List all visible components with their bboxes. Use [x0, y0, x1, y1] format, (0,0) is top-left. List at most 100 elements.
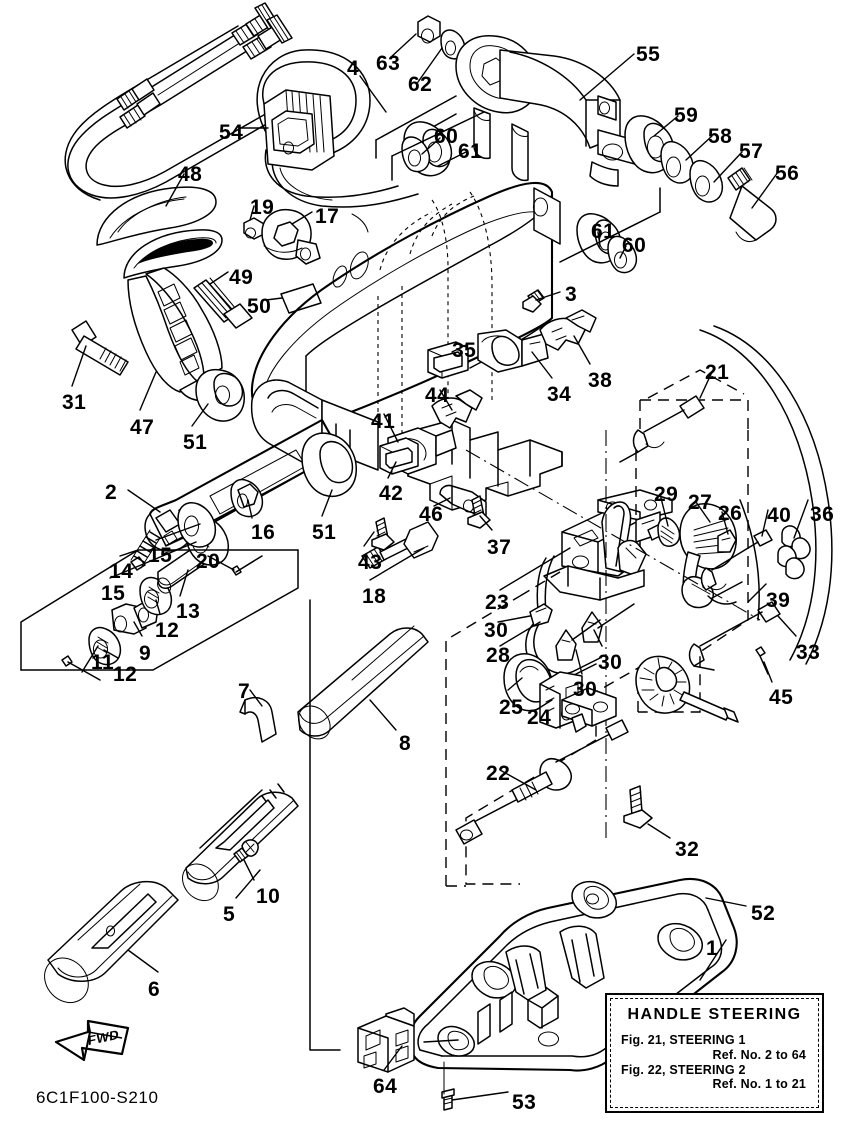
- part-52-lower-housing: [408, 878, 738, 1072]
- callout-number-30b: 30: [573, 678, 598, 701]
- callout-number-43: 43: [358, 551, 383, 574]
- part-3-screw-upper: [522, 289, 545, 313]
- throttle-cable-loop: [256, 49, 419, 208]
- part-50-label-plate: [280, 283, 322, 314]
- callout-number-60a: 60: [434, 125, 459, 148]
- part-58-washer: [660, 140, 695, 184]
- callout-number-11: 11: [91, 651, 115, 674]
- legend-title: HANDLE STEERING: [627, 1006, 802, 1023]
- part-44-clip: [431, 389, 483, 429]
- callout-number-19: 19: [250, 196, 275, 219]
- part-42-grommet: [379, 437, 419, 475]
- part-34-clamp: [477, 329, 549, 373]
- part-38-clip: [539, 309, 597, 351]
- legend-inner: HANDLE STEERING Fig. 21, STEERING 1 Ref.…: [610, 998, 819, 1108]
- callout-number-58: 58: [708, 125, 733, 148]
- small-parts-row: [61, 478, 264, 681]
- part-7-arrow: [239, 696, 277, 743]
- part-43-bolt: [371, 517, 395, 551]
- callout-number-4: 4: [347, 57, 360, 80]
- part-64-connector: [357, 1007, 415, 1073]
- callout-number-15b: 15: [101, 582, 126, 605]
- part-29-screw: [647, 517, 681, 547]
- shift-mechanism-assembly: [503, 489, 673, 729]
- callout-number-21: 21: [705, 361, 730, 384]
- legend-box: HANDLE STEERING Fig. 21, STEERING 1 Ref.…: [605, 993, 824, 1113]
- steering-cable-assembly: [64, 2, 293, 201]
- callout-number-8: 8: [399, 732, 412, 755]
- callout-number-34: 34: [547, 383, 572, 406]
- part-63-nut: [417, 15, 441, 44]
- callout-number-46: 46: [419, 503, 444, 526]
- callout-number-5: 5: [223, 903, 236, 926]
- callout-number-51a: 51: [183, 431, 208, 454]
- callout-number-52: 52: [751, 902, 776, 925]
- part-55-bracket: [375, 35, 643, 187]
- callout-number-25: 25: [499, 696, 524, 719]
- legend-line-2: Ref. No. 2 to 64: [712, 1047, 806, 1062]
- callout-number-55: 55: [636, 43, 661, 66]
- callout-number-27: 27: [688, 491, 713, 514]
- part-5-throttle-sleeve: [182, 783, 299, 902]
- part-32-bolt: [623, 785, 653, 829]
- callout-number-6: 6: [148, 978, 161, 1001]
- callout-number-54: 54: [219, 121, 244, 144]
- callout-number-63: 63: [376, 52, 401, 75]
- part-8-throttle-tube: [297, 625, 429, 740]
- callout-number-20: 20: [196, 550, 221, 573]
- callout-number-62: 62: [408, 73, 433, 96]
- callout-number-37: 37: [487, 536, 512, 559]
- callout-number-12a: 12: [155, 619, 180, 642]
- shift-rod-bracket: [561, 687, 617, 733]
- part-31-bolt: [71, 320, 129, 376]
- part-57-washer: [689, 159, 724, 203]
- part-51a-bushing: [195, 368, 245, 422]
- callout-number-16: 16: [251, 521, 276, 544]
- part-49-screw: [193, 277, 253, 329]
- callout-number-49: 49: [229, 266, 254, 289]
- callout-number-14: 14: [109, 560, 134, 583]
- part-54-grommet: [263, 89, 335, 171]
- callout-number-32: 32: [675, 838, 700, 861]
- callout-number-30c: 30: [598, 651, 623, 674]
- callout-number-15a: 15: [148, 544, 173, 567]
- callout-number-42: 42: [379, 482, 404, 505]
- part-56-bolt: [727, 167, 777, 243]
- reference-boundary-21: [647, 369, 745, 399]
- part-37-bolt: [467, 495, 491, 529]
- callout-number-3: 3: [565, 283, 578, 306]
- part-51b-bushing: [301, 432, 357, 497]
- handle-main-body: [250, 181, 561, 471]
- part-10-screw: [233, 839, 259, 863]
- part-21-cable-end: [619, 395, 705, 463]
- callout-number-28: 28: [486, 644, 511, 667]
- drawing-number: 6C1F100-S210: [36, 1088, 159, 1107]
- callout-number-26: 26: [718, 502, 743, 525]
- callout-number-13: 13: [176, 600, 201, 623]
- part-47-throttle-grip: [123, 229, 223, 402]
- control-cables-right: [688, 325, 833, 675]
- callout-number-45: 45: [769, 686, 794, 709]
- part-26-clip: [717, 529, 737, 553]
- legend-line-1: Fig. 21, STEERING 1: [621, 1033, 746, 1047]
- callout-number-17: 17: [315, 205, 340, 228]
- callout-number-64: 64: [373, 1075, 398, 1098]
- callout-number-36: 36: [810, 503, 835, 526]
- part-35-grommet: [427, 341, 469, 379]
- callout-number-44: 44: [425, 384, 450, 407]
- callout-number-41: 41: [371, 410, 396, 433]
- part-48-cover: [96, 186, 217, 246]
- callout-number-38: 38: [588, 369, 613, 392]
- legend-line-3: Fig. 22, STEERING 2: [621, 1062, 746, 1077]
- part-53-screw: [441, 1088, 455, 1111]
- callout-number-12b: 12: [113, 663, 138, 686]
- callout-number-51b: 51: [312, 521, 337, 544]
- callout-number-18: 18: [362, 585, 387, 608]
- exploded-group-box-left: [20, 549, 299, 671]
- part-20-pin: [231, 555, 263, 576]
- callout-number-2: 2: [105, 481, 118, 504]
- callout-number-33: 33: [796, 641, 821, 664]
- callout-number-24: 24: [527, 706, 552, 729]
